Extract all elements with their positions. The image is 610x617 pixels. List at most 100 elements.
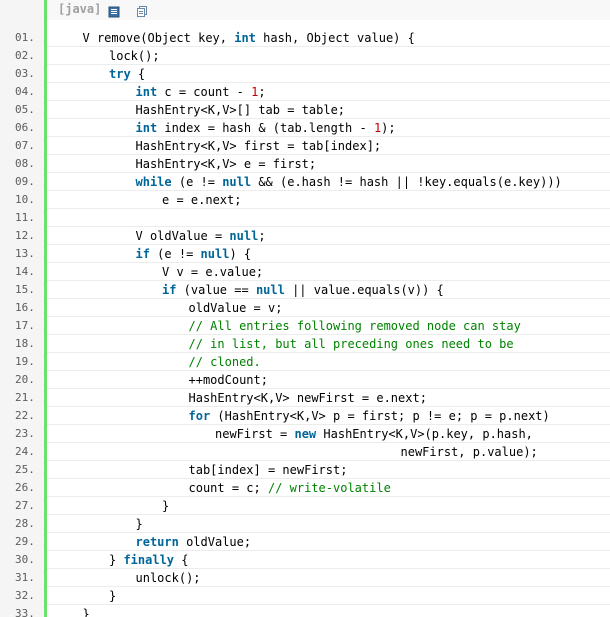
code-token: int [135,85,158,99]
code-token: HashEntry<K,V>[] tab = table; [135,103,346,117]
line-number: 25. [15,463,35,476]
code-token: c = count - [157,85,252,99]
code-token: // write-volatile [267,481,391,495]
code-token: for [188,409,211,423]
code-token: ) { [229,247,252,261]
code-line: 23.newFirst = new HashEntry<K,V>(p.key, … [0,425,610,443]
line-separator [47,226,610,227]
line-separator [47,406,610,407]
code-token: if [135,247,150,261]
code-token: } [162,499,170,513]
code-token: HashEntry<K,V> newFirst = e.next; [188,391,427,405]
code-line: 03.try { [0,65,610,83]
line-number: 28. [15,517,35,530]
code-token: || value.equals(v)) { [284,283,444,297]
line-number: 13. [15,247,35,260]
code-token: oldValue = v; [188,301,283,315]
code-token: && (e.hash != hash || !key.equals(e.key)… [251,175,562,189]
code-text: } [83,605,90,617]
line-separator [47,154,610,155]
code-text: oldValue = v; [189,299,283,317]
code-line: 01. V remove(Object key, int hash, Object… [0,29,610,47]
line-number: 06. [15,121,35,134]
line-separator [47,334,610,335]
code-text: // All entries following removed node ca… [189,317,521,335]
code-token: ); [381,121,396,135]
code-text: HashEntry<K,V>[] tab = table; [136,101,346,119]
view-source-icon[interactable] [108,3,120,18]
code-token: // in list, but all preceding ones need … [188,337,514,351]
line-separator [47,550,610,551]
code-line: 04. int c = count - 1; [0,83,610,101]
line-separator [47,478,610,479]
code-token: 1 [251,85,259,99]
code-line: 02.lock(); [0,47,610,65]
line-number: 14. [15,265,35,278]
code-token: null [222,175,252,189]
code-token: oldValue; [178,535,252,549]
code-token: HashEntry<K,V>(p.key, p.hash, [316,427,533,441]
code-token: } [82,607,90,617]
code-token: null [255,283,285,297]
code-token: (e != [149,247,201,261]
line-separator [47,568,610,569]
line-number: 33. [15,607,35,617]
code-line: 28.} [0,515,610,533]
line-number: 03. [15,67,35,80]
code-token: null [200,247,230,261]
code-text: HashEntry<K,V> e = first; [136,155,317,173]
code-line: 19.// cloned. [0,353,610,371]
code-token: { [174,553,189,567]
line-separator [47,352,610,353]
line-number: 30. [15,553,35,566]
line-number: 23. [15,427,35,440]
gutter-accent-bar [44,0,47,617]
code-token: try [109,67,131,81]
line-number: 24. [15,445,35,458]
line-number: 32. [15,589,35,602]
line-separator [47,532,610,533]
code-token: unlock(); [135,571,201,585]
code-text: newFirst, p.value); [401,443,538,461]
line-separator [47,604,610,605]
code-token: HashEntry<K,V> e = first; [135,157,317,171]
line-separator [47,514,610,515]
code-line: 16.oldValue = v; [0,299,610,317]
code-line: 11. [0,209,610,227]
code-text: count = c; // write-volatile [189,479,391,497]
line-number: 01. [15,31,35,44]
code-text: V remove(Object key, int hash, Object va… [83,29,415,47]
code-text: } [136,515,143,533]
line-number: 26. [15,481,35,494]
line-number: 04. [15,85,35,98]
code-text: } [162,497,169,515]
line-separator [47,190,610,191]
code-line: 08.HashEntry<K,V> e = first; [0,155,610,173]
code-token: while [135,175,172,189]
code-line: 15.if (value == null || value.equals(v))… [0,281,610,299]
code-token: newFirst = [215,427,295,441]
code-text: if (e != null) { [136,245,252,263]
code-line: 32.} [0,587,610,605]
code-line: 12.V oldValue = null; [0,227,610,245]
code-text: for (HashEntry<K,V> p = first; p != e; p… [189,407,550,425]
line-separator [47,316,610,317]
code-lines: 01. V remove(Object key, int hash, Object… [0,29,610,617]
line-number: 07. [15,139,35,152]
code-token: lock(); [109,49,160,63]
code-token: } [135,517,143,531]
code-token: // cloned. [188,355,261,369]
code-token: (e != [171,175,223,189]
code-line: 05.HashEntry<K,V>[] tab = table; [0,101,610,119]
code-line: 27.} [0,497,610,515]
code-line: 17.// All entries following removed node… [0,317,610,335]
code-text: int index = hash & (tab.length - 1); [136,119,396,137]
code-text: V v = e.value; [162,263,263,281]
code-token: int [234,31,256,45]
copy-icon[interactable] [136,3,148,17]
code-text: // cloned. [189,353,261,371]
code-text: unlock(); [136,569,201,587]
code-token: 1 [373,121,382,135]
code-token: finally [123,553,175,567]
code-token: ; [258,85,266,99]
